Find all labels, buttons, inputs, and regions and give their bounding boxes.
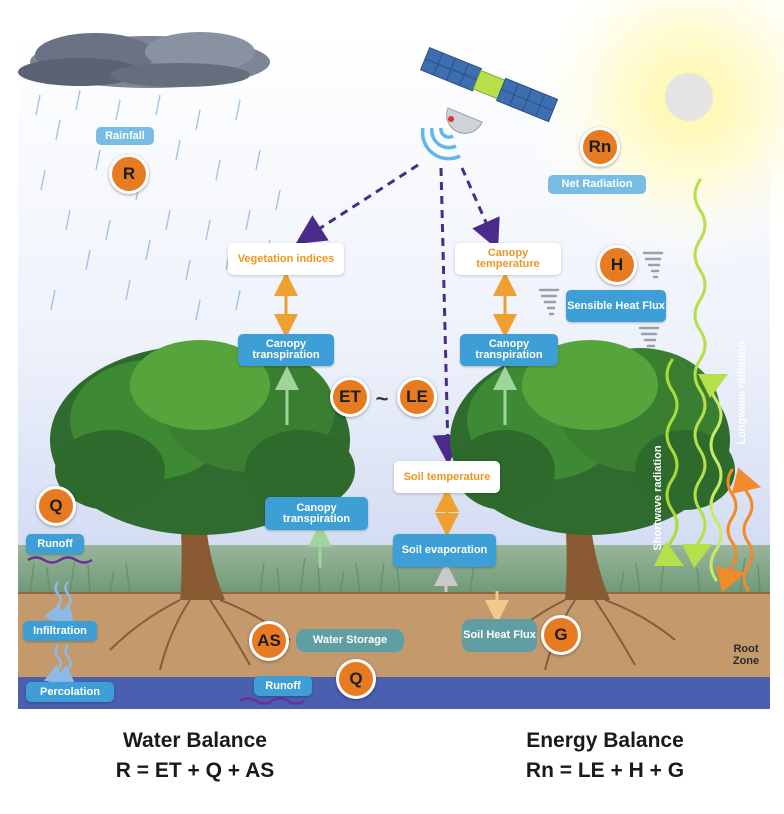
badge-rn: Rn [580,127,620,167]
satellite-dish [446,107,483,134]
canopy-temperature-label: Canopy temperature [455,243,561,275]
satellite-icon [419,47,559,123]
percolation-label: Percolation [26,682,114,702]
energy-balance-formula: Rn = LE + H + G [525,759,685,782]
net-radiation-label: Net Radiation [548,175,646,194]
sun-glow [520,0,784,270]
badge-g: G [541,615,581,655]
cloud-icon [18,32,270,88]
shortwave-radiation-label: Shortwave radiation [652,445,664,551]
root-zone-label: Root Zone [732,643,760,667]
water-balance-title: Water Balance [123,729,267,752]
badge-q-bottom: Q [336,659,376,699]
badge-h: H [597,245,637,285]
sensible-heat-flux-label: Sensible Heat Flux [566,290,666,322]
tree-icon [450,340,735,671]
approx-symbol: ~ [375,385,389,411]
signal-icon [420,127,461,161]
badge-et: ET [330,377,370,417]
tree-icon [50,340,355,671]
wave-icon [27,556,93,564]
longwave-radiation-label: Longwave radiation [736,341,748,445]
runoff-surface-label: Runoff [26,534,84,554]
soil-temperature-label: Soil temperature [394,461,500,493]
canopy-transpiration-low-label: Canopy transpiration [265,497,368,530]
wave-icon [239,697,305,705]
energy-balance-title: Energy Balance [526,729,684,752]
soil-heat-flux-label: Soil Heat Flux [462,619,537,652]
water-storage-label: Water Storage [296,629,404,652]
badge-le: LE [397,377,437,417]
sun-icon [665,73,713,121]
rainfall-label: Rainfall [96,127,154,145]
wave-icon [43,581,76,686]
runoff-ground-label: Runoff [254,676,312,696]
badge-q-left: Q [36,486,76,526]
infiltration-label: Infiltration [23,621,97,641]
badge-r: R [109,154,149,194]
canopy-transpiration-left-label: Canopy transpiration [238,334,334,366]
water-balance-formula: R = ET + Q + AS [115,759,275,782]
canopy-transpiration-right-label: Canopy transpiration [460,334,558,366]
soil-evaporation-label: Soil evaporation [393,534,496,567]
vegetation-indices-label: Vegetation indices [228,243,344,275]
badge-as: AS [249,621,289,661]
tornado-icon [538,251,664,354]
